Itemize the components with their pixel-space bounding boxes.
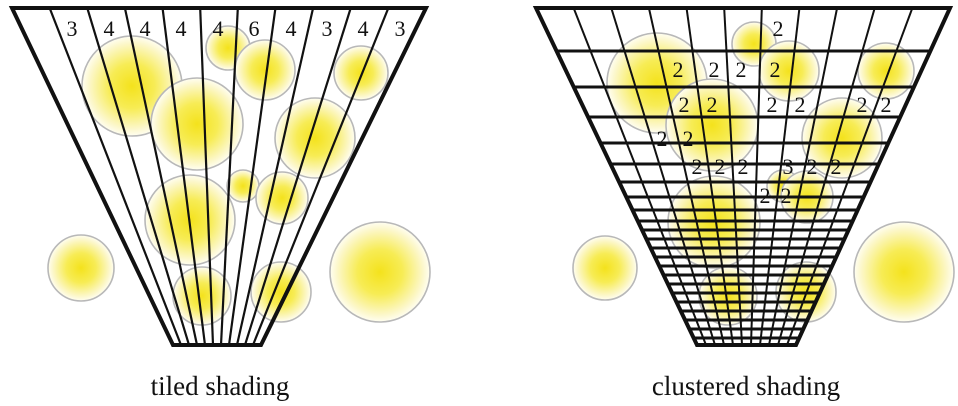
tile-count-3: 4: [140, 16, 151, 41]
tile-divider-line: [48, 8, 183, 345]
tiled-shading-caption: tiled shading: [151, 371, 290, 401]
cluster-count: 2: [795, 92, 806, 117]
clustered-shading-panel: 2 2 2 2 2 2 2 2 2 2 2 2 2 2 2 2 3 2 2 2 …: [532, 6, 955, 401]
cluster-count: 2: [738, 154, 749, 179]
tile-divider-line: [219, 8, 239, 345]
light-source-circle: [853, 221, 955, 323]
cluster-count: 2: [692, 154, 703, 179]
tile-divider-line: [86, 8, 191, 345]
cluster-light-counts: 2 2 2 2 2 2 2 2 2 2 2 2 2 2 2 2 3 2 2 2 …: [657, 16, 892, 208]
tile-divider-line: [685, 8, 734, 345]
tile-count-2: 4: [104, 16, 115, 41]
cluster-count: 2: [831, 154, 842, 179]
tile-divider-line: [723, 8, 743, 345]
tile-count-8: 3: [322, 16, 333, 41]
tile-light-counts: 3 4 4 4 4 6 4 3 4 3: [67, 16, 406, 41]
cluster-count: 2: [707, 92, 718, 117]
cluster-count: 2: [773, 16, 784, 41]
cluster-count: 2: [881, 92, 892, 117]
cluster-count: 2: [709, 57, 720, 82]
cluster-count: 2: [736, 57, 747, 82]
tile-count-1: 3: [67, 16, 78, 41]
tile-divider-line: [768, 8, 839, 345]
light-source-circle: [255, 171, 309, 225]
tile-divider-line: [199, 8, 215, 345]
tile-count-5: 4: [213, 16, 224, 41]
tile-divider-line: [759, 8, 801, 345]
tile-count-6: 6: [249, 16, 260, 41]
cluster-count: 2: [781, 183, 792, 208]
tile-divider-line: [647, 8, 725, 345]
cluster-count: 2: [770, 57, 781, 82]
tile-divider-line: [777, 8, 876, 345]
cluster-count: 3: [783, 154, 794, 179]
cluster-count: 2: [683, 126, 694, 151]
frustum-outline: [532, 6, 954, 347]
light-source-circle: [333, 45, 389, 101]
tile-divider-line: [123, 8, 199, 345]
light-source-circle: [329, 221, 431, 323]
tile-count-9: 4: [358, 16, 369, 41]
tile-divider-line: [227, 8, 277, 345]
tile-divider-line: [235, 8, 315, 345]
tile-divider-line: [161, 8, 207, 345]
tile-divider-line: [750, 8, 763, 345]
light-source-circle: [47, 234, 115, 302]
tile-count-4: 4: [176, 16, 187, 41]
cluster-count: 2: [807, 154, 818, 179]
light-source-circle: [572, 235, 638, 301]
tile-divider-line: [786, 8, 914, 345]
light-source-circle: [250, 261, 312, 323]
cluster-count: 2: [767, 92, 778, 117]
frustum-outline: [8, 6, 430, 347]
light-source-circle: [150, 77, 244, 171]
tile-divider-line: [243, 8, 352, 345]
light-source-circle: [226, 169, 260, 203]
tile-divider-line: [251, 8, 390, 345]
light-source-circle: [857, 42, 915, 100]
cluster-count: 2: [857, 92, 868, 117]
tile-divider-line: [572, 8, 707, 345]
tiled-frustum-grid: [8, 6, 430, 347]
cluster-count: 2: [679, 92, 690, 117]
cluster-count: 2: [657, 126, 668, 151]
tile-divider-line: [610, 8, 716, 345]
tile-count-10: 3: [395, 16, 406, 41]
right-light-sources: [572, 21, 955, 326]
grid-lines: [48, 8, 390, 345]
light-source-circle: [274, 97, 356, 179]
clustered-frustum-grid: [532, 6, 954, 347]
cluster-count: 2: [760, 183, 771, 208]
cluster-count: 2: [673, 57, 684, 82]
tiled-shading-panel: 3 4 4 4 4 6 4 3 4 3 tiled shading: [8, 6, 431, 401]
tile-count-7: 4: [286, 16, 297, 41]
clustered-shading-caption: clustered shading: [652, 371, 840, 401]
cluster-count: 2: [715, 154, 726, 179]
